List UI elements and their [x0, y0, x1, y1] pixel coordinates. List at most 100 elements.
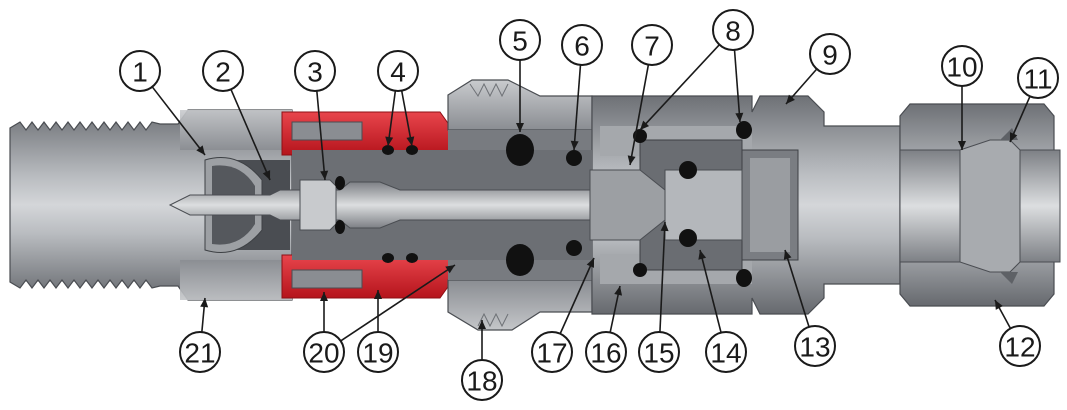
- arrowhead-7-0: [627, 155, 636, 165]
- arrowhead-19-0: [374, 290, 382, 299]
- callout-21: 21: [179, 331, 221, 373]
- callout-circle-17: [531, 331, 573, 373]
- callout-4: 4: [377, 50, 419, 92]
- callout-circle-16: [585, 331, 627, 373]
- leader-line-4-0: [387, 90, 397, 147]
- leader-line-4-1: [400, 90, 413, 147]
- callout-17: 17: [531, 331, 573, 373]
- arrowhead-3-0: [320, 170, 329, 180]
- callout-number-14: 14: [710, 338, 741, 369]
- callout-number-8: 8: [725, 16, 741, 47]
- arrowhead-16-0: [614, 286, 623, 296]
- callout-13: 13: [794, 325, 836, 367]
- callout-number-19: 19: [362, 338, 393, 369]
- callout-5: 5: [499, 19, 541, 61]
- callout-18: 18: [461, 359, 503, 401]
- callout-number-10: 10: [946, 52, 977, 83]
- callout-3: 3: [294, 50, 336, 92]
- callout-circle-7: [631, 24, 673, 66]
- callout-number-16: 16: [590, 338, 621, 369]
- leader-line-13-0: [784, 249, 810, 328]
- callout-number-20: 20: [308, 338, 339, 369]
- callout-number-15: 15: [643, 338, 674, 369]
- callout-2: 2: [202, 50, 244, 92]
- callout-number-12: 12: [1004, 332, 1035, 363]
- callout-1: 1: [119, 50, 161, 92]
- leader-line-14-0: [699, 249, 722, 333]
- callout-circle-6: [561, 24, 603, 66]
- threaded-body-left: [9, 109, 293, 301]
- arrowhead-18-0: [478, 320, 486, 329]
- arrowhead-17-0: [586, 258, 594, 268]
- callout-circle-9: [809, 33, 851, 75]
- leader-line-6-0: [573, 64, 582, 151]
- arrowhead-1-0: [196, 145, 205, 155]
- callout-number-11: 11: [1023, 64, 1052, 95]
- leader-line-2-0: [230, 89, 271, 181]
- callout-circle-2: [202, 50, 244, 92]
- callout-circle-14: [705, 331, 747, 373]
- arrowhead-9-0: [786, 94, 795, 104]
- leader-line-8-0: [639, 44, 720, 131]
- arrowhead-11-0: [1009, 132, 1018, 142]
- callout-number-21: 21: [184, 338, 215, 369]
- leader-line-17-0: [559, 257, 595, 335]
- callout-circle-8: [712, 9, 754, 51]
- callout-circle-21: [179, 331, 221, 373]
- callout-19: 19: [357, 331, 399, 373]
- arrowhead-12-0: [995, 300, 1003, 310]
- callout-number-3: 3: [307, 57, 323, 88]
- callout-number-13: 13: [799, 332, 830, 363]
- callout-12: 12: [999, 325, 1041, 367]
- callout-7: 7: [631, 24, 673, 66]
- callout-circle-20: [303, 331, 345, 373]
- callout-circle-10: [941, 45, 983, 87]
- callout-10: 10: [941, 45, 983, 87]
- seal-rings: [335, 121, 752, 287]
- callout-number-17: 17: [536, 338, 567, 369]
- arrowhead-20-1: [445, 265, 455, 274]
- leader-line-15-0: [659, 221, 666, 333]
- arrowhead-5-0: [516, 123, 524, 132]
- callout-14: 14: [705, 331, 747, 373]
- callout-number-4: 4: [390, 57, 406, 88]
- callout-circle-13: [794, 325, 836, 367]
- arrowhead-8-0: [640, 120, 650, 130]
- callout-9: 9: [809, 33, 851, 75]
- callout-number-18: 18: [466, 366, 497, 397]
- arrowhead-20-0: [320, 292, 328, 301]
- callout-number-1: 1: [132, 57, 148, 88]
- callout-circle-1: [119, 50, 161, 92]
- callout-16: 16: [585, 331, 627, 373]
- arrowhead-2-0: [262, 170, 271, 180]
- tube-nut-right: [899, 103, 1061, 307]
- callout-number-5: 5: [512, 26, 528, 57]
- callout-circle-5: [499, 19, 541, 61]
- leader-line-1-0: [151, 86, 206, 156]
- callout-circle-18: [461, 359, 503, 401]
- callout-20: 20: [303, 331, 345, 373]
- callout-circle-19: [357, 331, 399, 373]
- arrowhead-14-0: [698, 250, 707, 260]
- callout-8: 8: [712, 9, 754, 51]
- leader-line-7-0: [629, 64, 650, 166]
- central-stem: [168, 150, 743, 260]
- callout-number-9: 9: [822, 40, 838, 71]
- leader-line-20-1: [340, 264, 456, 342]
- arrowhead-4-0: [385, 136, 394, 146]
- callout-number-2: 2: [215, 57, 231, 88]
- arrowhead-21-0: [200, 298, 209, 308]
- arrowhead-8-1: [735, 112, 744, 122]
- callout-number-7: 7: [644, 31, 660, 62]
- arrowhead-10-0: [958, 141, 966, 150]
- arrowhead-13-0: [783, 250, 792, 260]
- leader-line-3-0: [316, 90, 326, 181]
- callout-11: 11: [1017, 57, 1059, 99]
- leader-line-8-1: [733, 49, 741, 123]
- callout-circle-12: [999, 325, 1041, 367]
- arrowhead-6-0: [570, 140, 579, 150]
- arrowhead-4-1: [406, 136, 415, 146]
- callout-circle-11: [1017, 57, 1059, 99]
